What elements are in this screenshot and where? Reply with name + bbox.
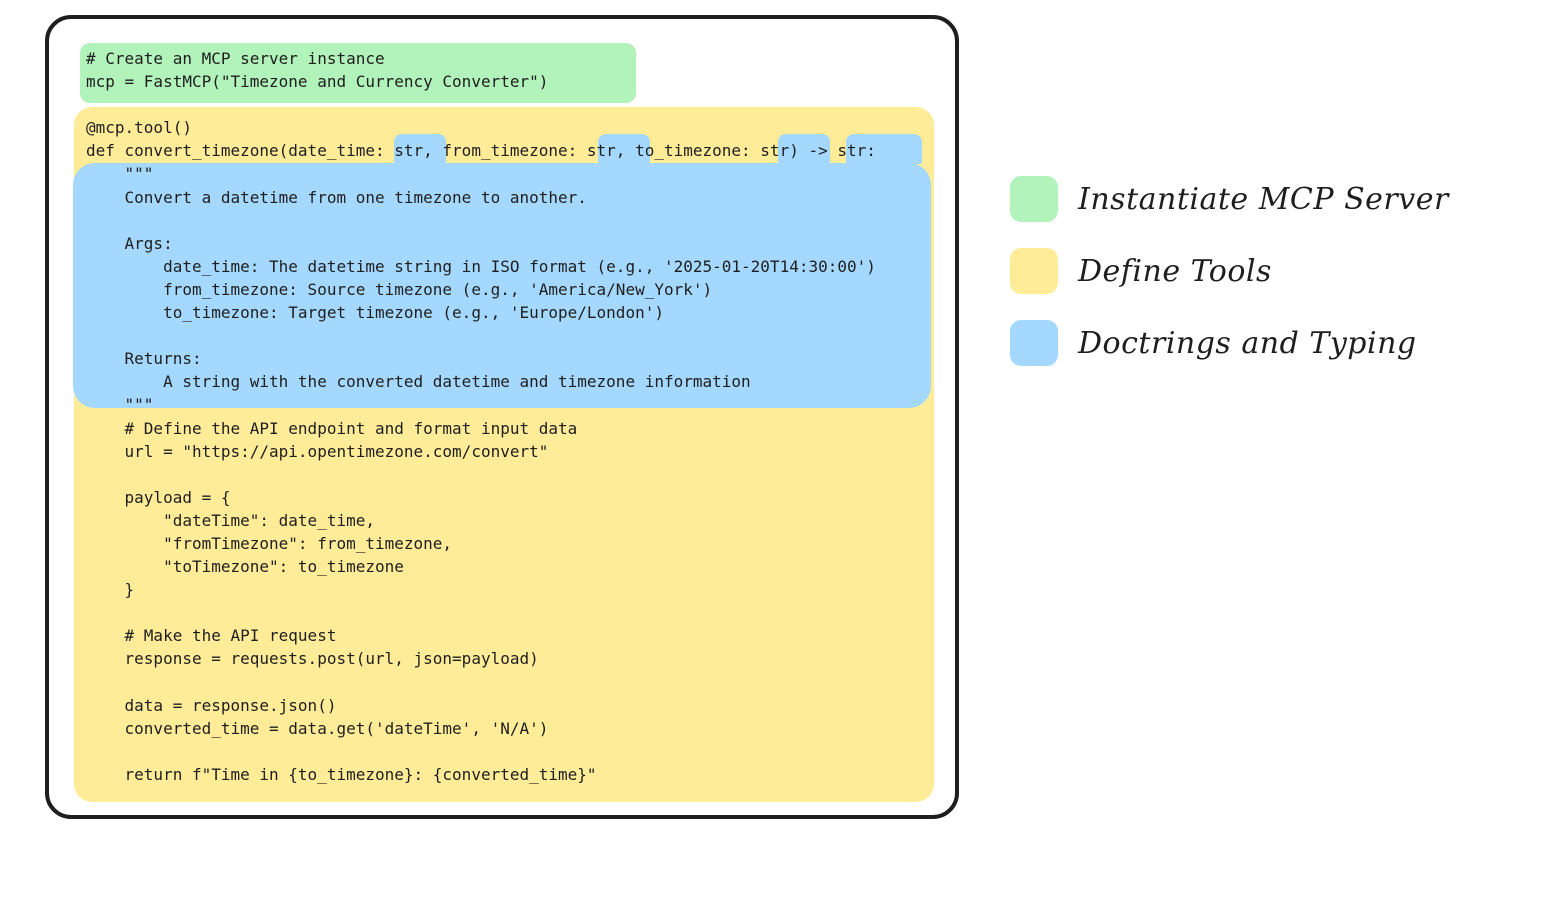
docstring-highlight — [73, 163, 931, 408]
legend-label: Instantiate MCP Server — [1078, 181, 1449, 217]
code-line — [86, 740, 876, 763]
code-line — [86, 463, 876, 486]
code-line: converted_time = data.get('dateTime', 'N… — [86, 718, 549, 738]
code-line: data = response.json() — [86, 695, 337, 715]
code-line — [86, 324, 876, 347]
code-line — [86, 209, 876, 232]
legend: Instantiate MCP Server Define Tools Doct… — [1010, 163, 1449, 379]
code-line: # Make the API request — [86, 626, 337, 646]
code-line: mcp = FastMCP("Timezone and Currency Con… — [86, 72, 549, 92]
code-line: """ — [86, 395, 154, 415]
legend-item-docstrings: Doctrings and Typing — [1010, 307, 1449, 379]
code-line — [86, 671, 876, 694]
typing-highlight-to-timezone — [778, 134, 830, 164]
code-line — [86, 93, 876, 116]
code-line: } — [86, 580, 135, 600]
code-line: # Create an MCP server instance — [86, 49, 385, 68]
code-line: def convert_timezone(date_time: str, fro… — [86, 141, 876, 161]
code-line: from_timezone: Source timezone (e.g., 'A… — [86, 279, 713, 299]
code-line: # Define the API endpoint and format inp… — [86, 418, 578, 438]
typing-highlight-return — [846, 134, 922, 164]
code-line: Args: — [86, 233, 173, 253]
code-line: """ — [86, 164, 154, 184]
instantiate-server-highlight — [80, 43, 636, 103]
code-line: A string with the converted datetime and… — [86, 372, 751, 392]
code-line: return f"Time in {to_timezone}: {convert… — [86, 764, 597, 784]
code-line: Convert a datetime from one timezone to … — [86, 187, 587, 207]
legend-label: Doctrings and Typing — [1078, 325, 1417, 361]
code-block: # Create an MCP server instance mcp = Fas… — [86, 47, 876, 786]
code-line: "toTimezone": to_timezone — [86, 557, 404, 577]
typing-highlight-date-time — [394, 134, 446, 164]
legend-label: Define Tools — [1078, 253, 1272, 289]
code-line: "dateTime": date_time, — [86, 510, 375, 530]
code-line: url = "https://api.opentimezone.com/conv… — [86, 441, 549, 461]
code-line: Returns: — [86, 349, 202, 369]
code-line: to_timezone: Target timezone (e.g., 'Eur… — [86, 303, 664, 323]
code-line: response = requests.post(url, json=paylo… — [86, 649, 539, 669]
legend-item-define-tools: Define Tools — [1010, 235, 1449, 307]
typing-highlight-from-timezone — [598, 134, 650, 164]
legend-item-instantiate: Instantiate MCP Server — [1010, 163, 1449, 235]
code-line — [86, 601, 876, 624]
code-line: @mcp.tool() — [86, 118, 192, 138]
code-line: date_time: The datetime string in ISO fo… — [86, 256, 876, 276]
legend-swatch-green — [1010, 176, 1058, 222]
legend-swatch-yellow — [1010, 248, 1058, 294]
code-line: "fromTimezone": from_timezone, — [86, 533, 453, 553]
code-line: payload = { — [86, 487, 231, 507]
legend-swatch-blue — [1010, 320, 1058, 366]
